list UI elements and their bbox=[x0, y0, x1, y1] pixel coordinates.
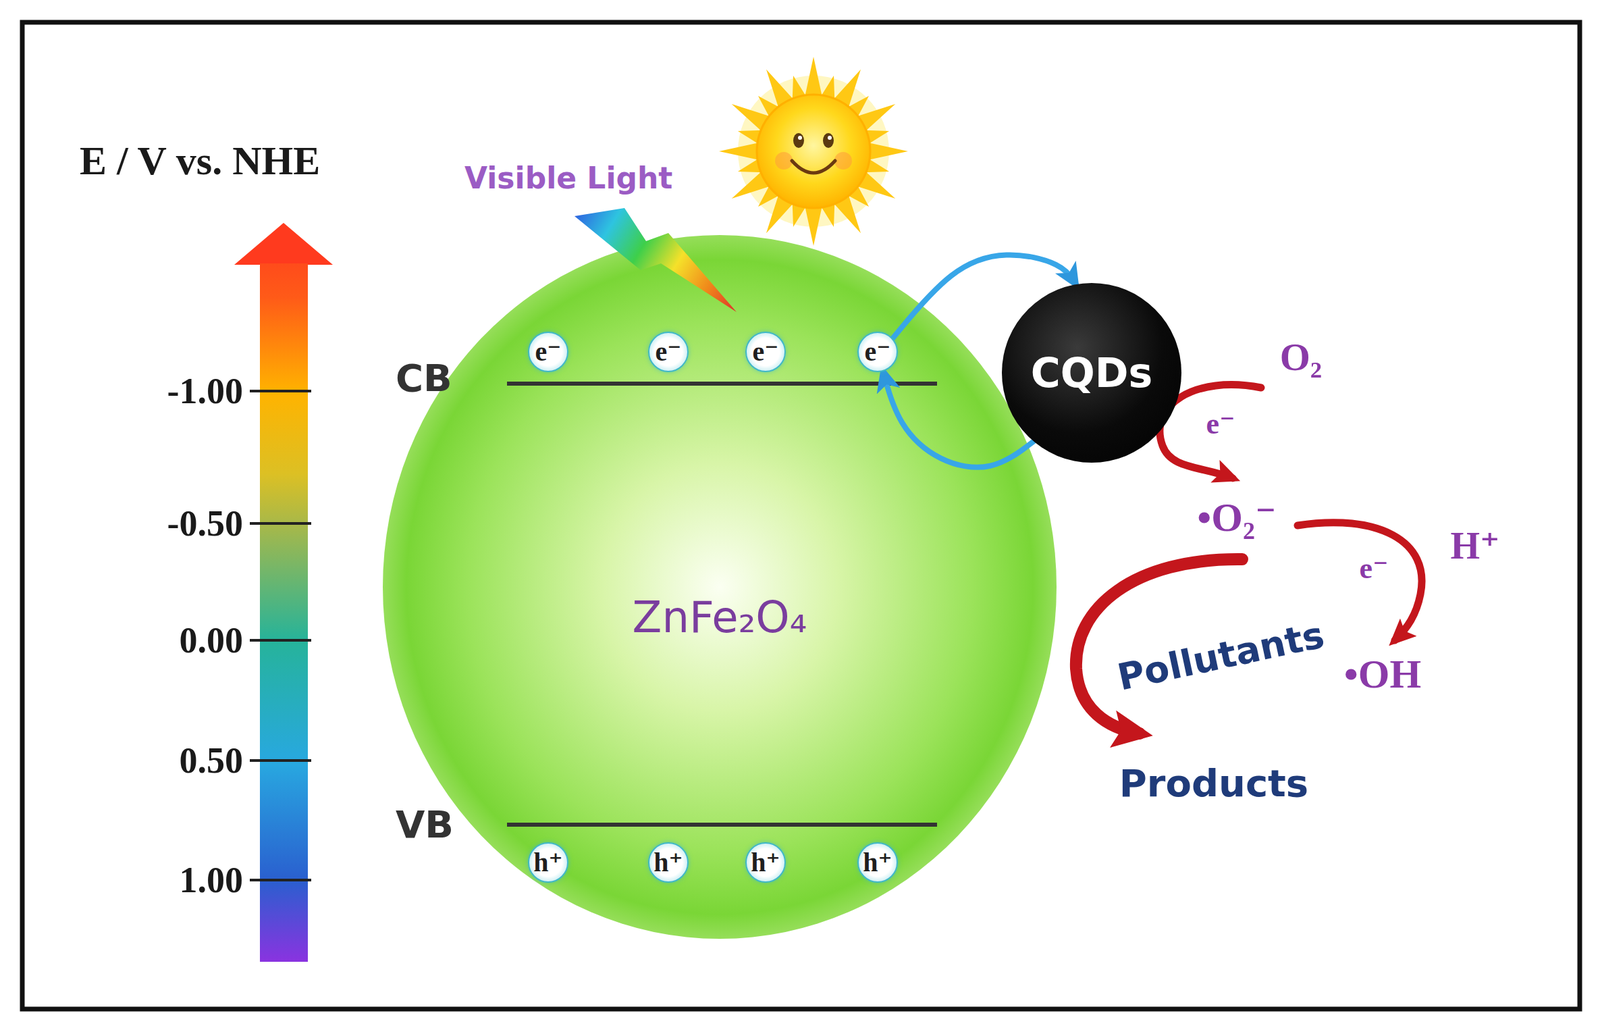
species-label: O₂ bbox=[1280, 334, 1323, 381]
tick-value: -1.00 bbox=[167, 369, 244, 412]
particle-outline bbox=[382, 234, 1057, 939]
sun-ray bbox=[804, 56, 823, 98]
node-label: e⁻ bbox=[864, 336, 892, 367]
light-label: Visible Light bbox=[464, 161, 673, 196]
sun-glow bbox=[737, 75, 890, 227]
sun-eye bbox=[793, 132, 805, 148]
sun-rays bbox=[718, 56, 909, 246]
carbon-quantum-dot: CQDs bbox=[1001, 282, 1182, 463]
tick-value-holder: 1.00 bbox=[179, 858, 244, 901]
electron-circle: e⁻ bbox=[527, 331, 569, 372]
pollutant-label-holder: Pollutants bbox=[1113, 613, 1328, 699]
frame-border bbox=[22, 22, 1580, 1009]
scale-tick bbox=[249, 389, 312, 393]
hole-circle: h⁺ bbox=[745, 841, 786, 883]
tick-value: 0.50 bbox=[179, 739, 244, 782]
species-label: •OH bbox=[1344, 650, 1422, 698]
tick-value: 1.00 bbox=[179, 858, 244, 901]
band-label-holder: VB bbox=[395, 802, 454, 846]
electron-circle: e⁻ bbox=[745, 331, 786, 372]
tick-value-holder: 0.50 bbox=[179, 739, 244, 782]
node-label: e⁻ bbox=[655, 336, 682, 367]
scale-tick bbox=[249, 638, 312, 642]
sun-ray bbox=[718, 142, 760, 160]
tick-value-holder: -0.50 bbox=[167, 502, 244, 545]
node-label: h⁺ bbox=[533, 847, 563, 877]
valence-band-line bbox=[507, 822, 938, 827]
band-label: CB bbox=[395, 356, 453, 400]
scale-ticks bbox=[249, 390, 312, 880]
sun-ray bbox=[867, 142, 909, 160]
tick-value-holder: 0.00 bbox=[179, 619, 244, 661]
band-label-holder: CB bbox=[395, 356, 453, 400]
scale-tick bbox=[249, 878, 312, 882]
sun-icon bbox=[718, 56, 909, 246]
scale-arrow-head bbox=[234, 222, 333, 265]
sun-eye-glint bbox=[797, 135, 803, 140]
conduction-band-line bbox=[507, 381, 938, 386]
sun-eye bbox=[822, 132, 834, 148]
tick-value: -0.50 bbox=[167, 502, 244, 545]
hole-circle: h⁺ bbox=[527, 841, 569, 883]
sun-eye-glint bbox=[827, 135, 832, 140]
hole-circle: h⁺ bbox=[857, 841, 898, 883]
node-label: e⁻ bbox=[535, 336, 562, 367]
electron-circle: e⁻ bbox=[857, 331, 898, 372]
electron-label-holder: e⁻ bbox=[1206, 407, 1236, 442]
band-label: VB bbox=[395, 802, 454, 846]
species-label-holder: •O₂⁻ bbox=[1196, 494, 1276, 541]
proton-label: H⁺ bbox=[1450, 523, 1500, 568]
light-label-holder: Visible Light bbox=[464, 161, 673, 196]
particle-body bbox=[382, 234, 1057, 939]
axis-title: E / V vs. NHE bbox=[79, 137, 320, 185]
photocatalyst-particle: ZnFe₂O₄ e⁻ e⁻ e⁻ e⁻ h⁺ h⁺ h⁺ h⁺ bbox=[382, 234, 1057, 939]
tick-value: 0.00 bbox=[179, 619, 244, 661]
electron-label: e⁻ bbox=[1359, 551, 1389, 586]
sun-cheek bbox=[775, 151, 793, 170]
sun-disc bbox=[756, 94, 871, 208]
sun-smile bbox=[791, 160, 836, 173]
sun-ray bbox=[804, 205, 823, 246]
node-label: e⁻ bbox=[752, 336, 780, 367]
scale-tick bbox=[249, 521, 312, 525]
electron-circle: e⁻ bbox=[648, 331, 689, 372]
sun-cheek bbox=[834, 151, 852, 170]
pollutant-label: Pollutants bbox=[1113, 613, 1328, 699]
node-label: h⁺ bbox=[862, 847, 892, 877]
proton-label-holder: H⁺ bbox=[1450, 523, 1500, 568]
tick-value-holder: -1.00 bbox=[167, 369, 244, 412]
product-label-holder: Products bbox=[1119, 761, 1309, 805]
node-label: CQDs bbox=[1030, 350, 1154, 395]
species-label: •O₂⁻ bbox=[1196, 494, 1276, 541]
species-label-holder: O₂ bbox=[1280, 334, 1323, 381]
node-label: h⁺ bbox=[750, 847, 780, 877]
node-label: h⁺ bbox=[653, 847, 683, 877]
node-label: ZnFe₂O₄ bbox=[632, 593, 808, 641]
scale-tick bbox=[249, 758, 312, 762]
electron-label-holder: e⁻ bbox=[1359, 551, 1389, 586]
hole-circle: h⁺ bbox=[648, 841, 689, 883]
electron-label: e⁻ bbox=[1206, 407, 1236, 442]
potential-scale-bar bbox=[259, 263, 308, 962]
axis-title-holder: E / V vs. NHE bbox=[79, 137, 320, 185]
product-label: Products bbox=[1119, 761, 1309, 805]
species-label-holder: •OH bbox=[1344, 650, 1422, 698]
